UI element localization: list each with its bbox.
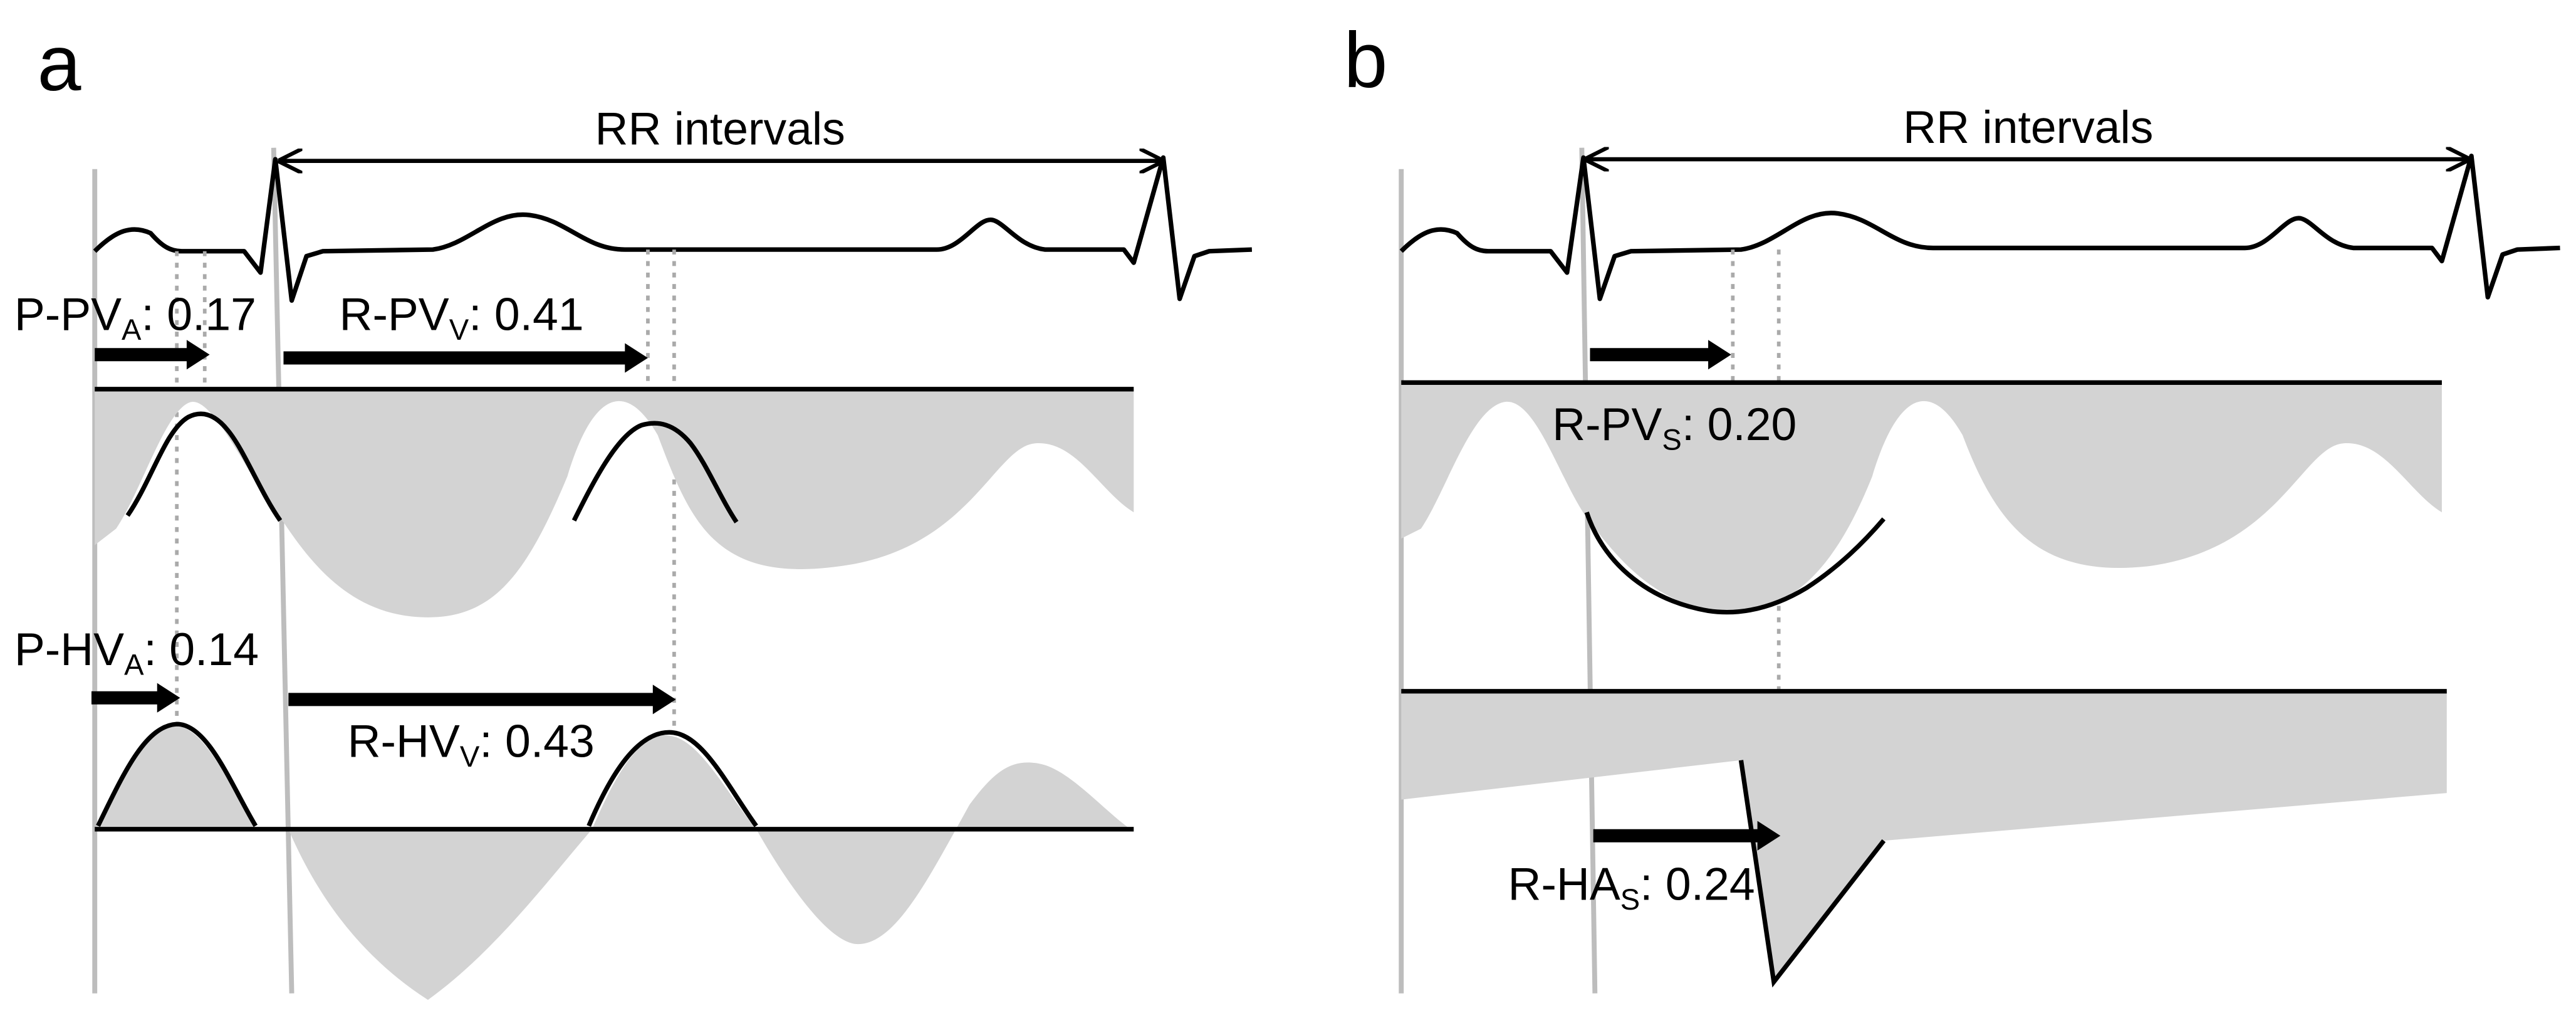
r-pvv-label: R-PVV: 0.41 xyxy=(340,288,584,346)
dotted-markers xyxy=(175,249,676,731)
hv-v-wave xyxy=(587,730,758,827)
hepatic-artery-doppler-fill xyxy=(1401,691,2447,982)
pulmonary-vein-doppler-fill-b xyxy=(1401,382,2442,613)
pv-v-wave xyxy=(571,421,739,523)
ecg-waveform-b xyxy=(1399,154,2560,302)
p-hva-label: P-HVA: 0.14 xyxy=(14,624,259,681)
panel-b: b RR intervals R-PVS: 0.20 R-HAS: 0.24 xyxy=(1344,16,2560,994)
pv-a-wave xyxy=(125,411,283,522)
pv-s-wave xyxy=(1584,512,1886,615)
rr-interval-label: RR intervals xyxy=(595,103,845,155)
pulmonary-vein-doppler-fill xyxy=(95,389,1134,617)
r-pvs-label: R-PVS: 0.20 xyxy=(1552,399,1796,456)
r-hvv-label: R-HVV: 0.43 xyxy=(348,716,595,774)
p-pva-label: P-PVA: 0.17 xyxy=(14,288,256,346)
r-wave-guide-line xyxy=(271,147,295,994)
r-has-label: R-HAS: 0.24 xyxy=(1508,858,1755,916)
hepatic-vein-doppler-fill xyxy=(95,725,1131,1000)
panel-a: a RR intervals P-PVA: 0.17 R-PVV: 0.41 xyxy=(14,19,1253,1000)
r-wave-guide-line-b xyxy=(1579,147,1598,994)
panel-a-letter: a xyxy=(38,19,81,107)
hv-a-wave xyxy=(96,722,258,827)
rr-interval-label-b: RR intervals xyxy=(1903,102,2153,153)
panel-b-letter: b xyxy=(1344,16,1388,104)
ecg-waveform xyxy=(93,155,1253,303)
